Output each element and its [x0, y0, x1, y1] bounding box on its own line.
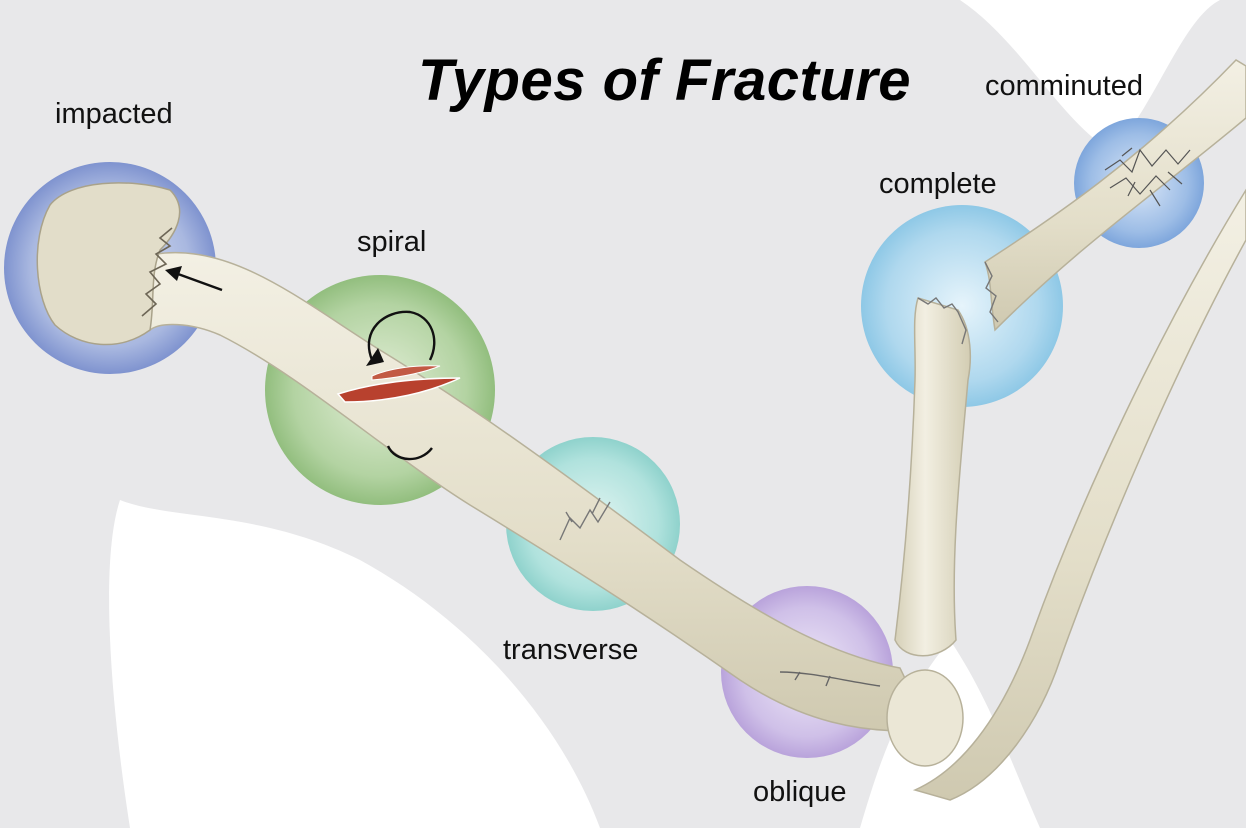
- spiral-fracture-mark: [336, 377, 461, 403]
- comminuted-cracks: [1104, 147, 1191, 207]
- label-spiral: spiral: [357, 226, 427, 258]
- ulna-bone: [912, 188, 1246, 801]
- label-complete: complete: [879, 168, 997, 200]
- label-impacted: impacted: [55, 98, 173, 130]
- page-title: Types of Fracture: [418, 48, 912, 113]
- rotation-arrowhead: [366, 348, 384, 366]
- label-comminuted: comminuted: [985, 70, 1143, 102]
- rotation-arrow: [367, 310, 436, 461]
- impaction-arrow: [165, 266, 223, 292]
- label-transverse: transverse: [503, 634, 639, 666]
- oblique-crack: [779, 671, 881, 687]
- elbow-condyle: [886, 669, 964, 767]
- spiral-fracture-mark-2: [371, 365, 441, 381]
- transverse-crack: [559, 497, 611, 541]
- complete-break-edge-2: [917, 297, 967, 345]
- radius-bone: [894, 297, 972, 657]
- label-oblique: oblique: [753, 776, 847, 808]
- humerus-bone: [149, 251, 932, 732]
- impaction-line: [141, 227, 173, 317]
- forearm-upper-bone: [984, 59, 1246, 332]
- humerus-head: [36, 182, 181, 346]
- complete-break-edge: [984, 261, 999, 323]
